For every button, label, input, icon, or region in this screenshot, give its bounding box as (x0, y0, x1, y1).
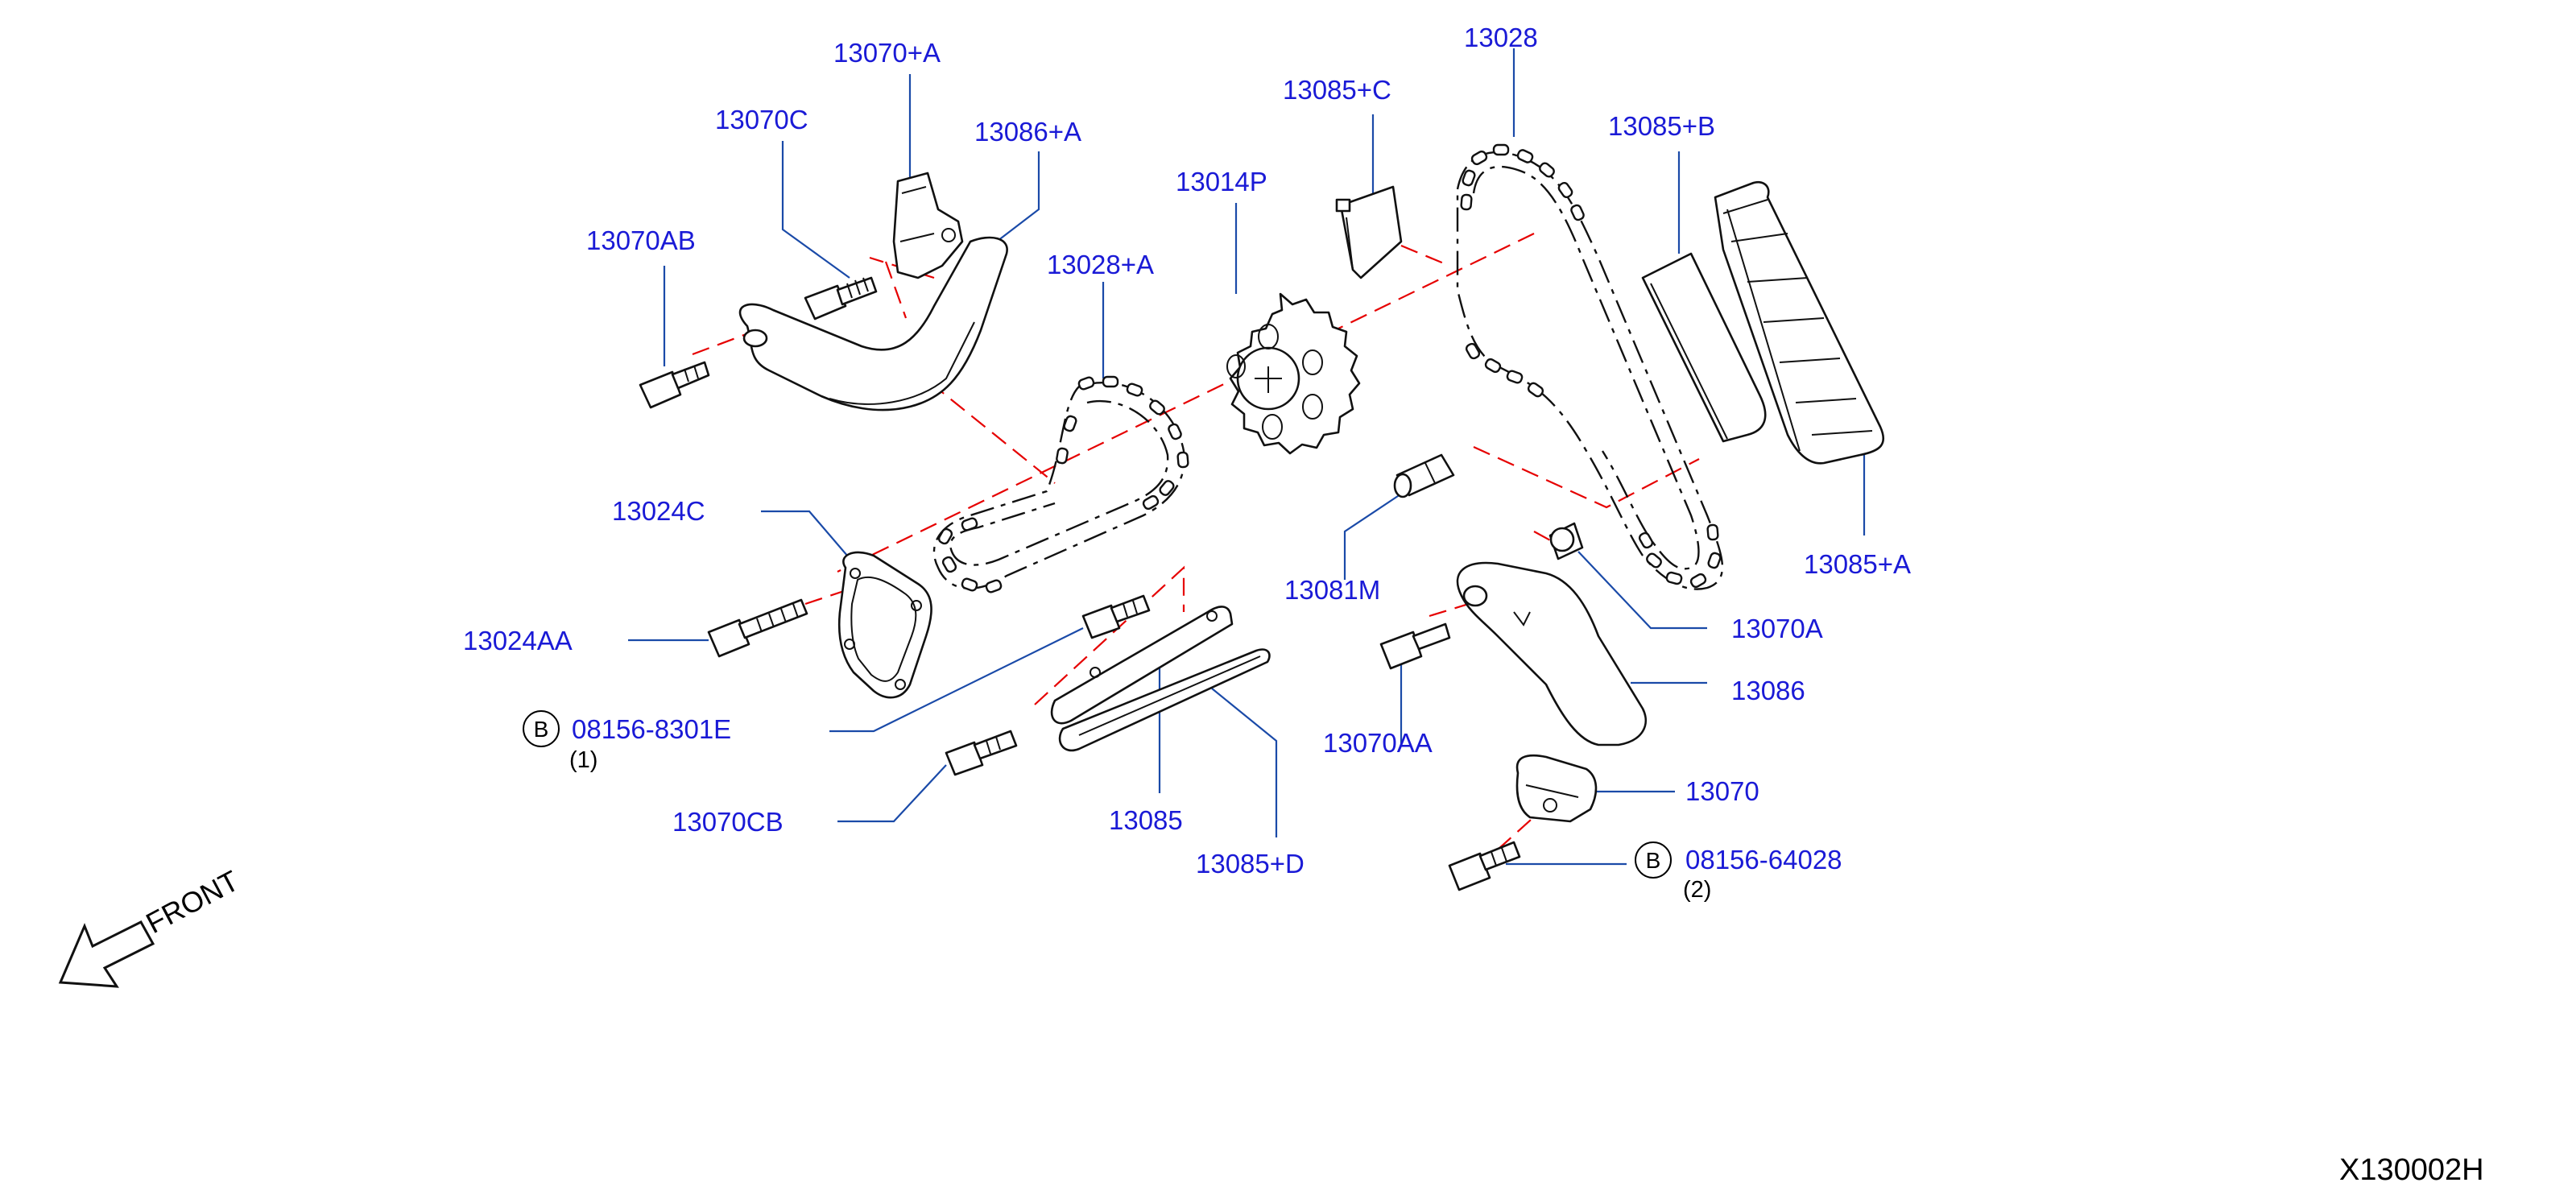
chain-links (937, 375, 1189, 593)
center-lines (692, 233, 1700, 850)
figure-code: X130002H (2339, 1153, 2484, 1187)
label-13028[interactable]: 13028 (1464, 23, 1538, 52)
bolt-circle-icon (1635, 841, 1672, 879)
plug-13081m-part (1393, 453, 1455, 498)
label-13070ab[interactable]: 13070AB (586, 225, 696, 255)
label-13070c[interactable]: 13070C (715, 105, 808, 134)
bolt-circle-icon (523, 710, 560, 747)
label-13085[interactable]: 13085 (1109, 805, 1183, 835)
label-13085-b[interactable]: 13085+B (1608, 111, 1715, 141)
label-08156-64028[interactable]: 08156-64028 (1685, 845, 1842, 875)
label-13024c[interactable]: 13024C (612, 496, 705, 526)
guide-13085b-part (1641, 252, 1767, 443)
label-13086[interactable]: 13086 (1731, 676, 1805, 705)
sprocket-part (1226, 292, 1361, 455)
pin-13070ab (639, 361, 710, 409)
label-13085-c[interactable]: 13085+C (1283, 75, 1391, 105)
bolt-marker-2: B (1635, 841, 1672, 879)
lower-guides-13085-part (1050, 606, 1271, 752)
tensioner-upper-part (892, 172, 964, 279)
label-13086-a[interactable]: 13086+A (974, 117, 1081, 147)
chain-links (1460, 143, 1722, 589)
bolt-13070c (804, 276, 878, 320)
front-arrow-icon (58, 920, 155, 988)
leader-lines (628, 48, 1866, 866)
slack-guide-13085a-part (1714, 180, 1885, 465)
qty-08156-64028: (2) (1683, 877, 1711, 903)
pin-13070aa-part (1379, 622, 1451, 670)
label-13085-a[interactable]: 13085+A (1804, 549, 1911, 579)
gasket-13024c-part (837, 551, 932, 699)
qty-08156-8301e: (1) (569, 747, 597, 773)
lower-timing-chain-part (932, 375, 1189, 593)
label-13070-a[interactable]: 13070+A (833, 38, 941, 68)
label-13070[interactable]: 13070 (1685, 776, 1759, 806)
label-13024aa[interactable]: 13024AA (463, 626, 573, 655)
front-label: FRONT (141, 864, 245, 940)
tensioner-lower-13070-part (1515, 754, 1598, 823)
bolt-08156-64028-part (1448, 841, 1521, 891)
upper-timing-chain-part (1456, 143, 1724, 590)
bolt-marker-1: B (523, 710, 560, 747)
tension-guide-13086-part (1456, 561, 1648, 746)
bolt-13070cb-part (945, 730, 1018, 776)
svg-text:B: B (1646, 848, 1661, 873)
label-13070aa[interactable]: 13070AA (1323, 728, 1433, 758)
part-labels: 13070+A 13070C 13086+A 13070AB 13028+A 1… (463, 23, 1911, 903)
svg-text:B: B (534, 717, 549, 742)
upper-guide-arm-part (738, 236, 1008, 411)
label-13081m[interactable]: 13081M (1284, 575, 1380, 605)
bolt-08156-8301e-part (1081, 594, 1151, 639)
label-13070a[interactable]: 13070A (1731, 614, 1823, 643)
label-13014p[interactable]: 13014P (1176, 167, 1267, 196)
label-13085-d[interactable]: 13085+D (1196, 849, 1305, 879)
small-guide-13085c-part (1335, 185, 1403, 279)
front-indicator: FRONT (58, 864, 245, 988)
label-13028-a[interactable]: 13028+A (1047, 250, 1154, 279)
label-13070cb[interactable]: 13070CB (672, 807, 784, 837)
bolt-13024aa-part (707, 598, 808, 658)
label-08156-8301e[interactable]: 08156-8301E (572, 714, 731, 744)
bolt-13070a-part (1548, 522, 1584, 560)
